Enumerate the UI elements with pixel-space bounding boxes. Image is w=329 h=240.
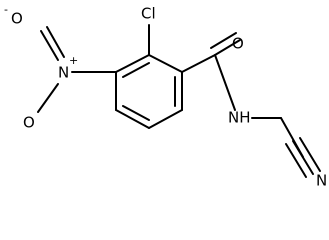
bond-nitro-n-o-upper-double (46, 26, 65, 58)
nitrile-triple-bond-3 (285, 143, 307, 178)
chemical-structure-diagram: Cl O NH N N + O - O (4, 3, 327, 189)
ring-double-bond-c2-c3 (122, 62, 150, 78)
carbonyl-oxygen-label: O (232, 35, 244, 53)
bond-nitro-n-o-upper (40, 30, 59, 61)
bond-carbonyl-c-n (214, 54, 236, 111)
benzene-ring (115, 54, 183, 129)
bond-carbonyl-c-o-double (210, 32, 237, 49)
nitro-nitrogen-label: N (58, 64, 69, 82)
amide-nh-label: NH (228, 109, 251, 127)
nitro-nitrogen-charge: + (69, 54, 78, 67)
nitrile-nitrogen-label: N (316, 172, 327, 189)
ring-double-bond-c4-c5 (122, 105, 150, 121)
nitrile-triple-bond-1 (292, 140, 314, 175)
bond-c1-carbonyl-c (181, 54, 216, 73)
ring-bond-c1-c2 (148, 54, 183, 73)
ring-bond-c4-c5 (115, 109, 150, 129)
nitro-oxygen-charge-upper: - (4, 3, 8, 16)
ring-bond-c2-c3 (115, 54, 150, 73)
chlorine-atom-label: Cl (141, 5, 156, 23)
nitro-upper-oxygen-label: O (11, 10, 23, 28)
nitrile-triple-bond-2 (299, 137, 321, 172)
ring-bond-c5-c6 (148, 109, 183, 129)
bond-nitro-n-o-lower (37, 83, 59, 113)
nitro-lower-oxygen-label: O (23, 114, 35, 132)
bond-carbonyl-c-o (214, 39, 241, 56)
